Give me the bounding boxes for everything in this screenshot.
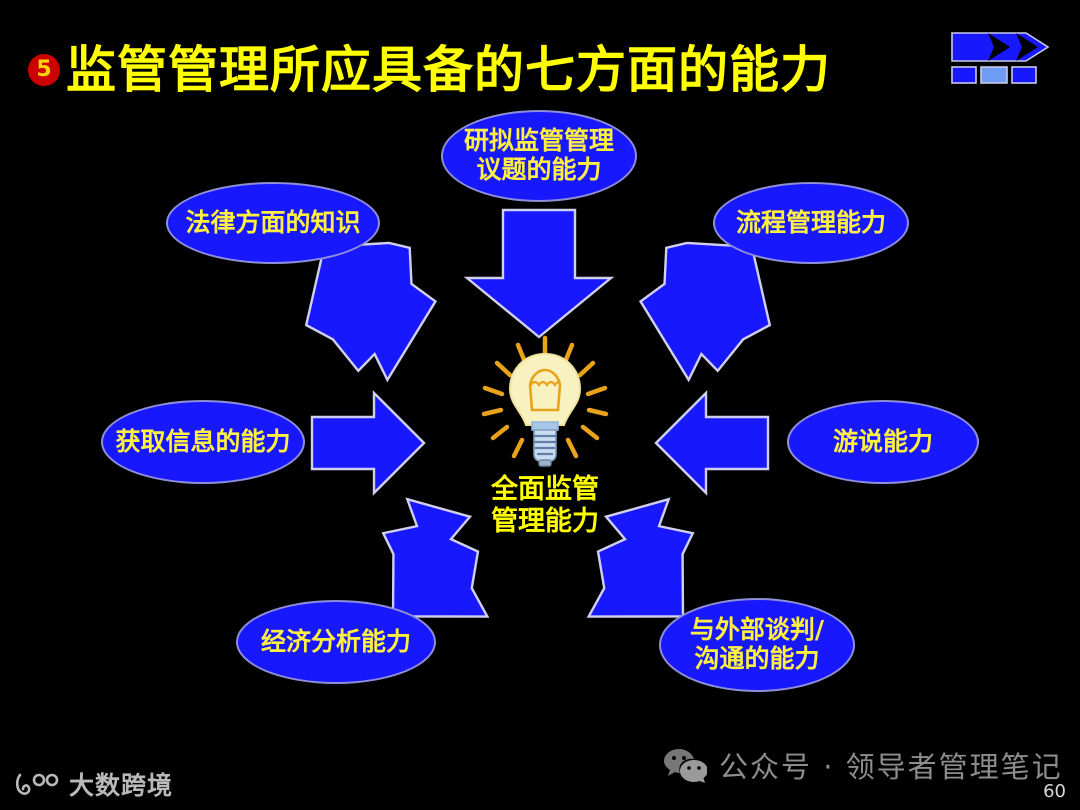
node-process-management[interactable]: 流程管理能力 (713, 182, 909, 264)
title-bar: 5 监管管理所应具备的七方面的能力 (0, 10, 1080, 99)
node-label: 流程管理能力 (735, 207, 886, 237)
arrow-from-left (310, 390, 426, 496)
node-information-gathering[interactable]: 获取信息的能力 (101, 400, 305, 484)
chevron-band-logo-icon (951, 32, 1050, 84)
page-title: 监管管理所应具备的七方面的能力 (66, 41, 831, 99)
arrow-from-right (654, 390, 770, 496)
dashukuajing-logo-icon (15, 773, 59, 795)
node-label: 经济分析能力 (260, 626, 411, 656)
page-number: 60 (1043, 781, 1066, 802)
wechat-watermark-text: 公众号 · 领导者管理笔记 (719, 750, 1063, 784)
node-research-agenda[interactable]: 研拟监管管理 议题的能力 (441, 110, 637, 202)
center-hub: 全面监管 管理能力 (455, 330, 635, 562)
wechat-watermark: 公众号 · 领导者管理笔记 (663, 744, 1063, 786)
node-external-negotiation[interactable]: 与外部谈判/ 沟通的能力 (659, 598, 855, 692)
bullet-number-badge: 5 (28, 54, 60, 86)
footer-brand-text: 大数跨境 (69, 771, 174, 800)
node-economic-analysis[interactable]: 经济分析能力 (236, 600, 436, 684)
lightbulb-icon (481, 335, 609, 467)
node-label: 与外部谈判/ 沟通的能力 (689, 615, 825, 673)
node-legal-knowledge[interactable]: 法律方面的知识 (166, 182, 380, 264)
center-hub-label: 全面监管 管理能力 (491, 474, 599, 538)
wechat-icon (664, 749, 707, 783)
node-lobbying[interactable]: 游说能力 (787, 400, 979, 484)
node-label: 获取信息的能力 (115, 426, 291, 456)
node-label: 游说能力 (832, 426, 933, 456)
node-label: 研拟监管管理 议题的能力 (463, 126, 614, 184)
arrow-from-top-right (638, 241, 772, 383)
footer-brand: 大数跨境 (14, 766, 173, 802)
arrow-from-top (463, 208, 615, 339)
node-label: 法律方面的知识 (185, 207, 361, 237)
